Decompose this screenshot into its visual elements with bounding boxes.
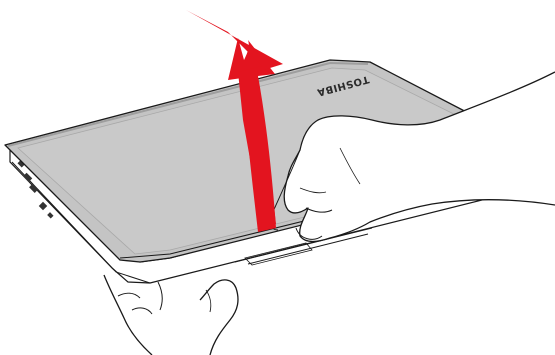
- left-hand: [104, 275, 238, 355]
